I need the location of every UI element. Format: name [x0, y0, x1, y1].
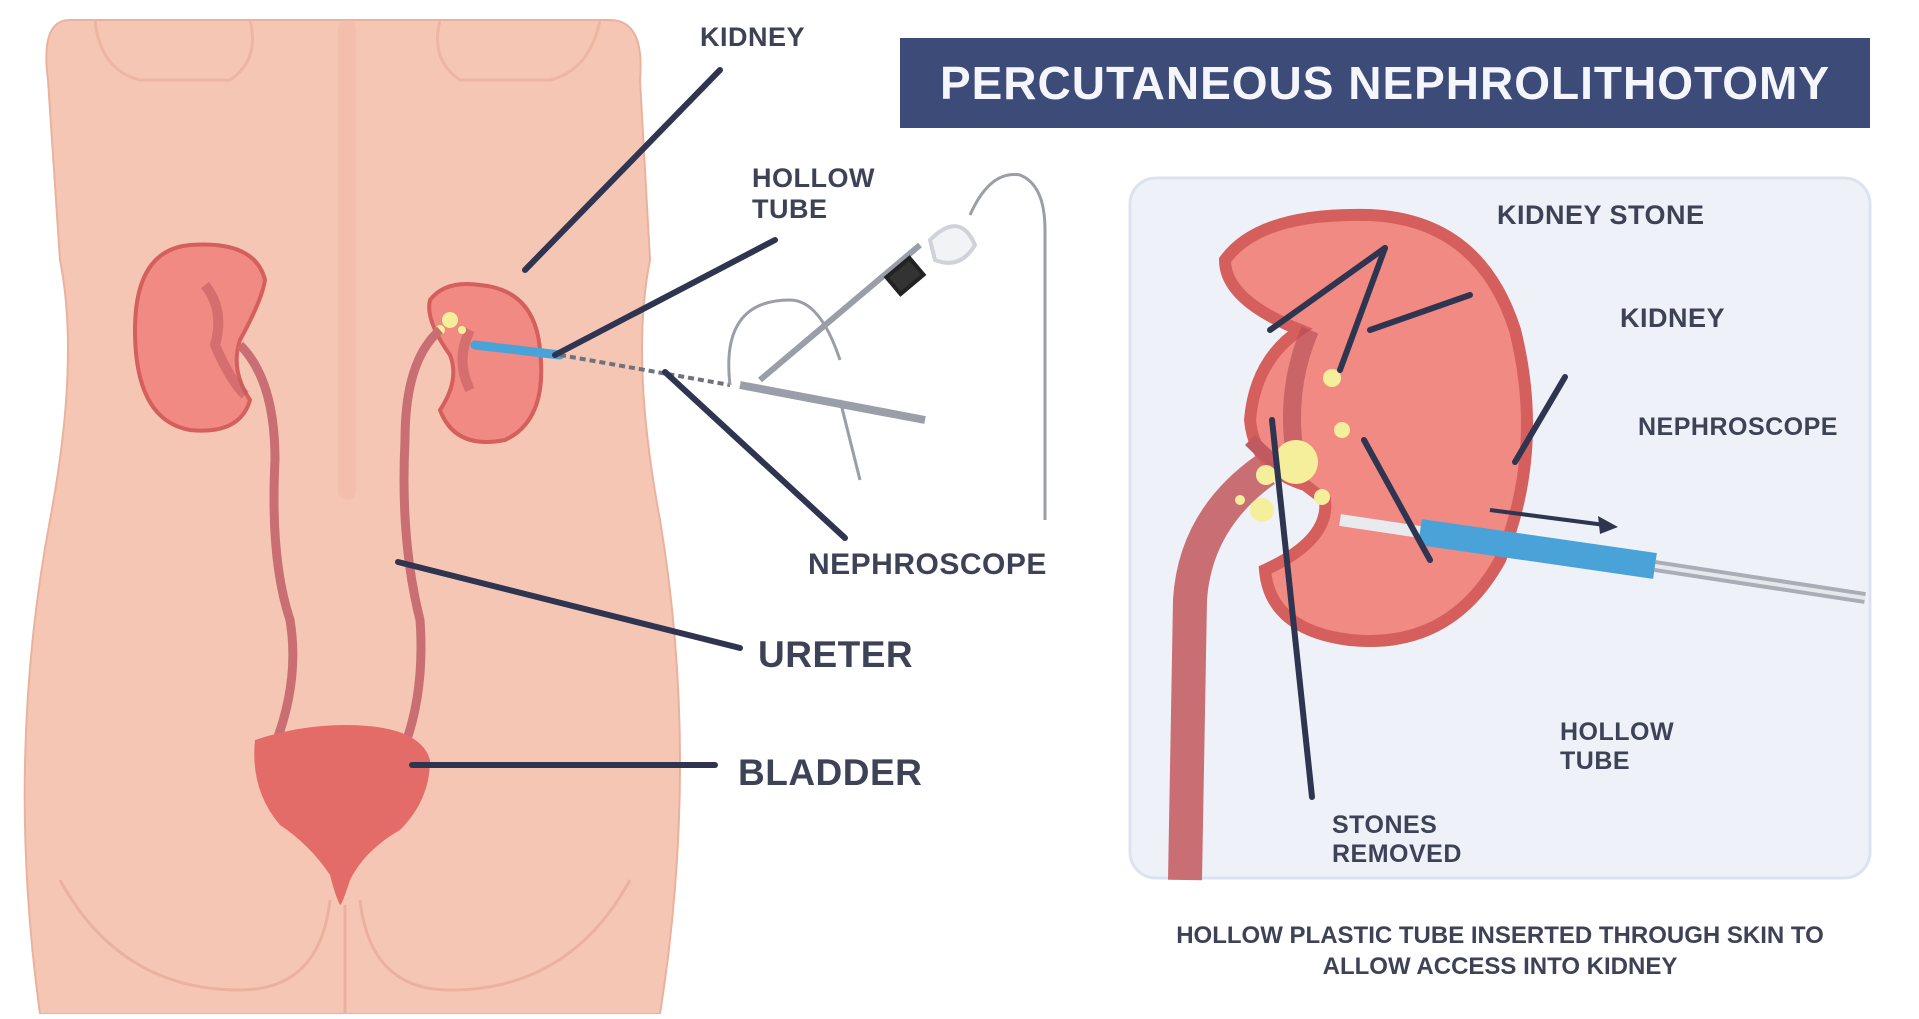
leader-line-kidney-stone-b: [1337, 245, 1388, 373]
label-kidney: KIDNEY: [1620, 303, 1726, 333]
leader-line-hollow-tube: [1361, 437, 1433, 563]
label-ureter: URETER: [758, 634, 914, 675]
label-bladder: BLADDER: [738, 752, 923, 793]
nephroscope-instrument: [559, 173, 1047, 520]
title-banner: PERCUTANEOUS NEPHROLITHOTOMY: [900, 38, 1870, 128]
ureters: [236, 326, 444, 747]
left-kidney: [132, 242, 268, 433]
leader-line-stones-removed: [1269, 417, 1315, 800]
right-kidney: [427, 282, 565, 444]
label-kidney-stone: KIDNEY STONE: [1497, 200, 1705, 230]
bladder-shape: [254, 725, 430, 905]
leader-line-nephroscope: [662, 369, 848, 541]
leader-line-kidney: [1367, 292, 1473, 333]
leader-line-kidney-stone-a: [1267, 245, 1388, 333]
page-title: PERCUTANEOUS NEPHROLITHOTOMY: [939, 57, 1831, 109]
leader-line-kidney: [522, 67, 723, 273]
leader-line-nephroscope: [1512, 374, 1568, 465]
direction-arrowhead: [1598, 516, 1618, 534]
leader-lines: [395, 67, 1568, 800]
label-nephroscope: NEPHROSCOPE: [808, 548, 1047, 581]
leader-line-ureter: [395, 559, 743, 651]
caption-line-2: ALLOW ACCESS INTO KIDNEY: [1322, 953, 1678, 981]
direction-arrow: [1489, 508, 1606, 527]
detail-hollow-tube: [1339, 514, 1866, 604]
caption: HOLLOW PLASTIC TUBE INSERTED THROUGH SKI…: [1110, 920, 1890, 982]
label-nephroscope: NEPHROSCOPE: [1638, 413, 1838, 441]
caption-line-1: HOLLOW PLASTIC TUBE INSERTED THROUGH SKI…: [1176, 922, 1824, 949]
leader-line-hollow-tube: [552, 237, 778, 358]
label-kidney: KIDNEY: [700, 22, 806, 52]
